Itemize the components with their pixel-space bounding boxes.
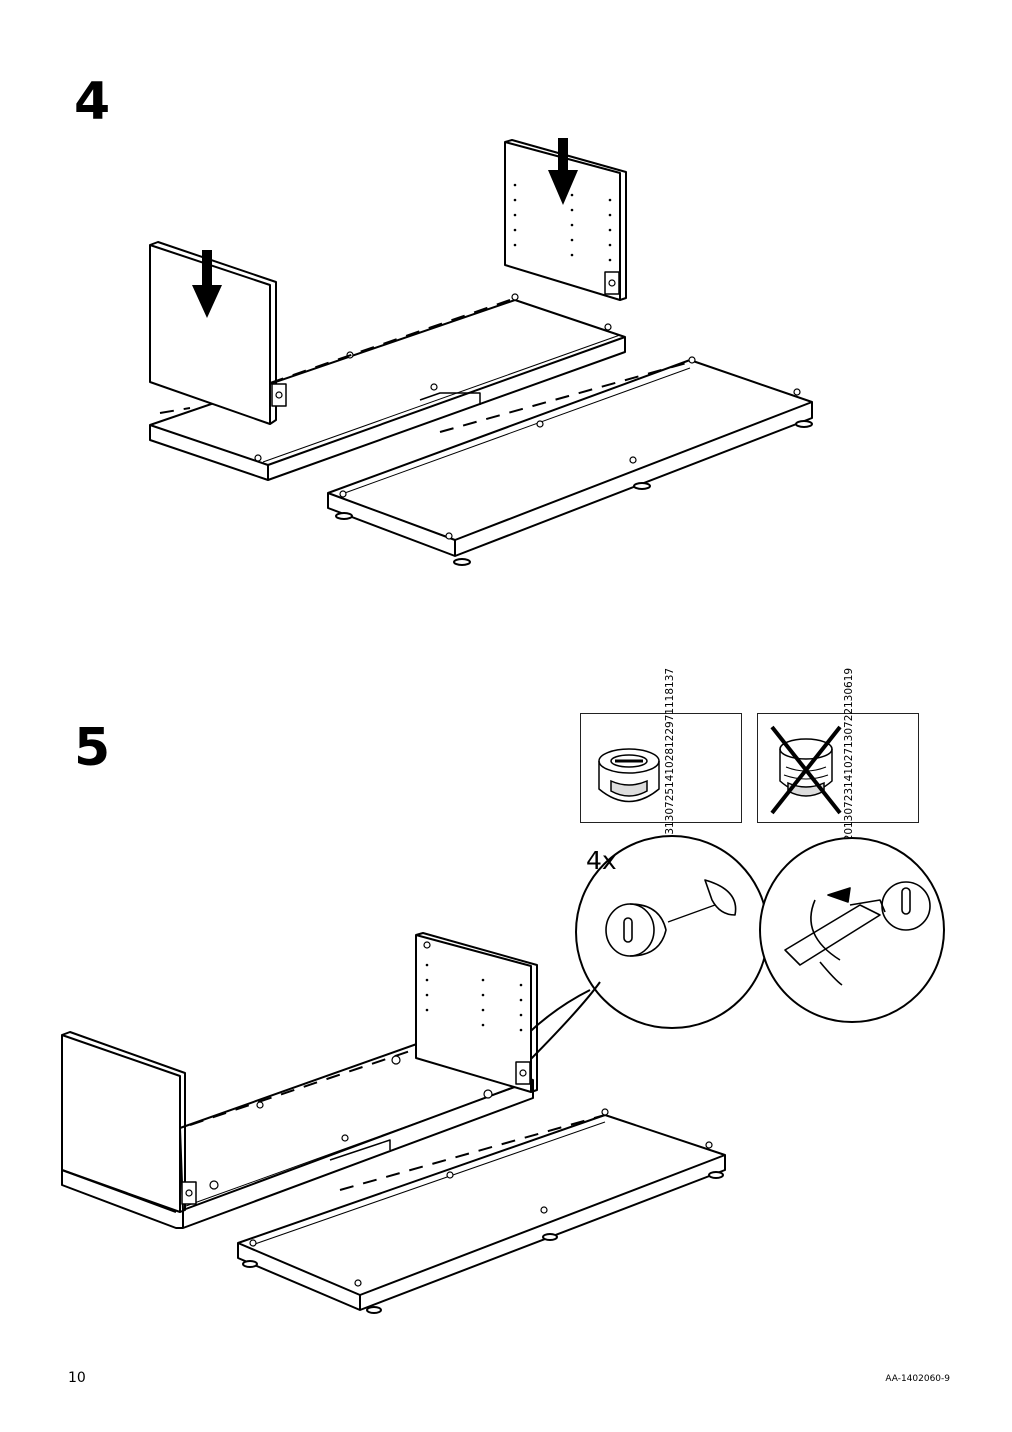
dowels <box>209 1055 713 1287</box>
page-number: 10 <box>68 1370 86 1386</box>
down-arrow-icons <box>192 138 578 318</box>
screwdriver-tighten-detail <box>759 837 945 1023</box>
step-4-illustration <box>149 138 813 566</box>
right-side-panel <box>504 139 627 301</box>
dowels <box>254 293 801 540</box>
step-5-number: 5 <box>74 718 111 778</box>
step-4-number: 4 <box>74 72 111 132</box>
quantity-label: 4x <box>586 846 617 875</box>
step-5-illustration <box>61 835 945 1314</box>
right-side-panel <box>415 932 538 1093</box>
incompatible-parts-box: 130619 130722 141027 130723 130620 <box>757 668 919 868</box>
left-side-panel <box>149 241 287 425</box>
cam-lock-icon <box>598 748 660 803</box>
crossed-out-cam-lock-icon <box>770 725 842 815</box>
bottom-board <box>327 359 813 566</box>
bottom-board <box>237 1114 726 1314</box>
left-side-panel <box>61 1031 197 1229</box>
guide-lines <box>159 299 691 433</box>
compatible-parts-box: 118137 122971 141028 130725 119253 <box>580 668 742 868</box>
document-id: AA-1402060-9 <box>885 1374 950 1384</box>
